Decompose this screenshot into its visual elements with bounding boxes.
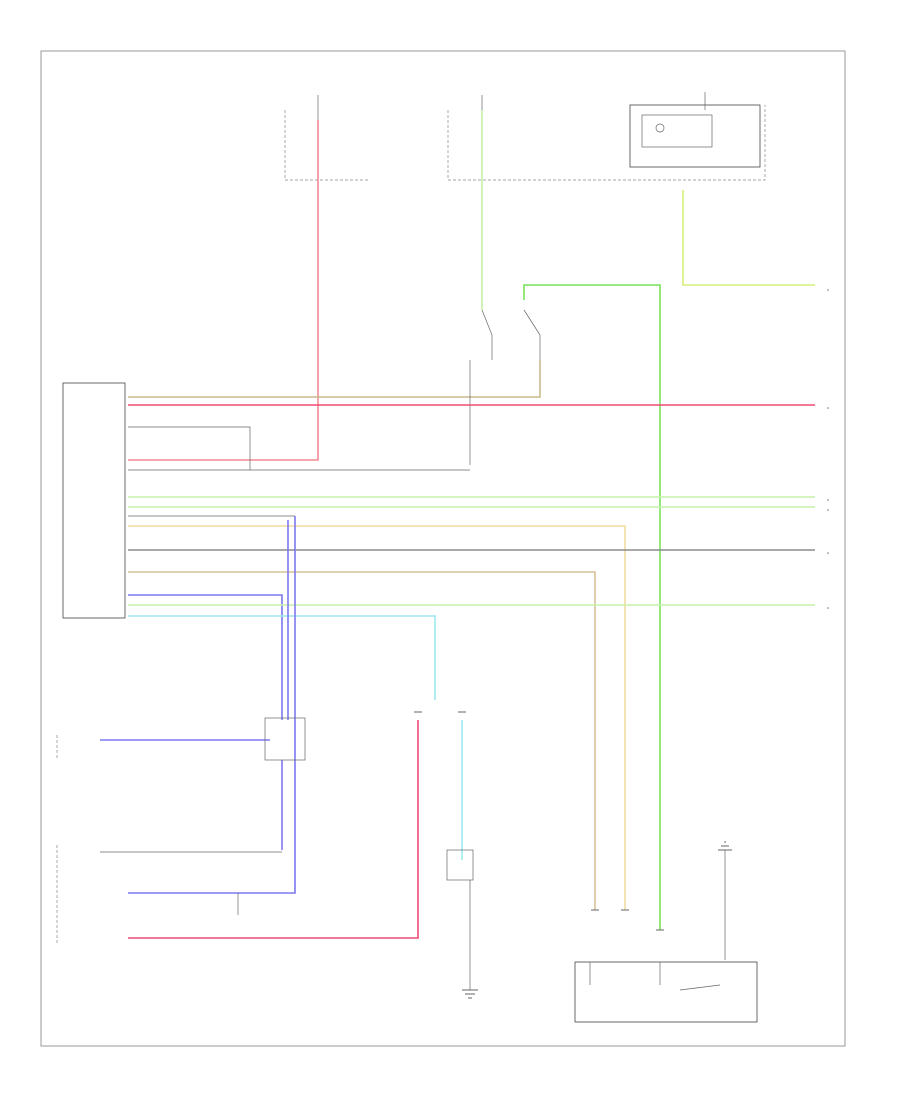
- wire-red-fuse-feed: [128, 120, 319, 461]
- wire-red-lower: [128, 720, 419, 939]
- junction-connector: [264, 717, 306, 761]
- ground-symbol-right: [718, 841, 732, 851]
- clutch-switch: [446, 849, 474, 881]
- ground-symbol-center: [462, 989, 478, 999]
- control-module-box: [62, 382, 126, 619]
- bottom-module-switch: [589, 962, 721, 991]
- wire-cyan-module: [128, 615, 436, 700]
- wire-tan-brake-output: [128, 360, 541, 398]
- fuse-box-outline-left: [284, 110, 370, 181]
- diagram-frame: [40, 50, 846, 1047]
- wire-yellow-green-relay: [682, 190, 815, 286]
- wire-thin-module-427: [128, 426, 251, 470]
- wire-green-brake-to-pcm: [523, 284, 661, 930]
- brake-switch-contacts: [481, 309, 541, 360]
- wire-tan-module: [128, 571, 596, 910]
- wire-yellow-module: [128, 525, 626, 910]
- bottom-right-module: [574, 961, 758, 1023]
- relay-box: [629, 104, 761, 168]
- relay-coil: [655, 123, 665, 133]
- right-edge-terminals: [827, 289, 829, 609]
- wire-blue-vertical-a: [128, 516, 296, 894]
- relay-inner: [641, 114, 713, 148]
- fuse-box-outline-right: [447, 105, 766, 181]
- wire-blue-module-top: [128, 594, 283, 720]
